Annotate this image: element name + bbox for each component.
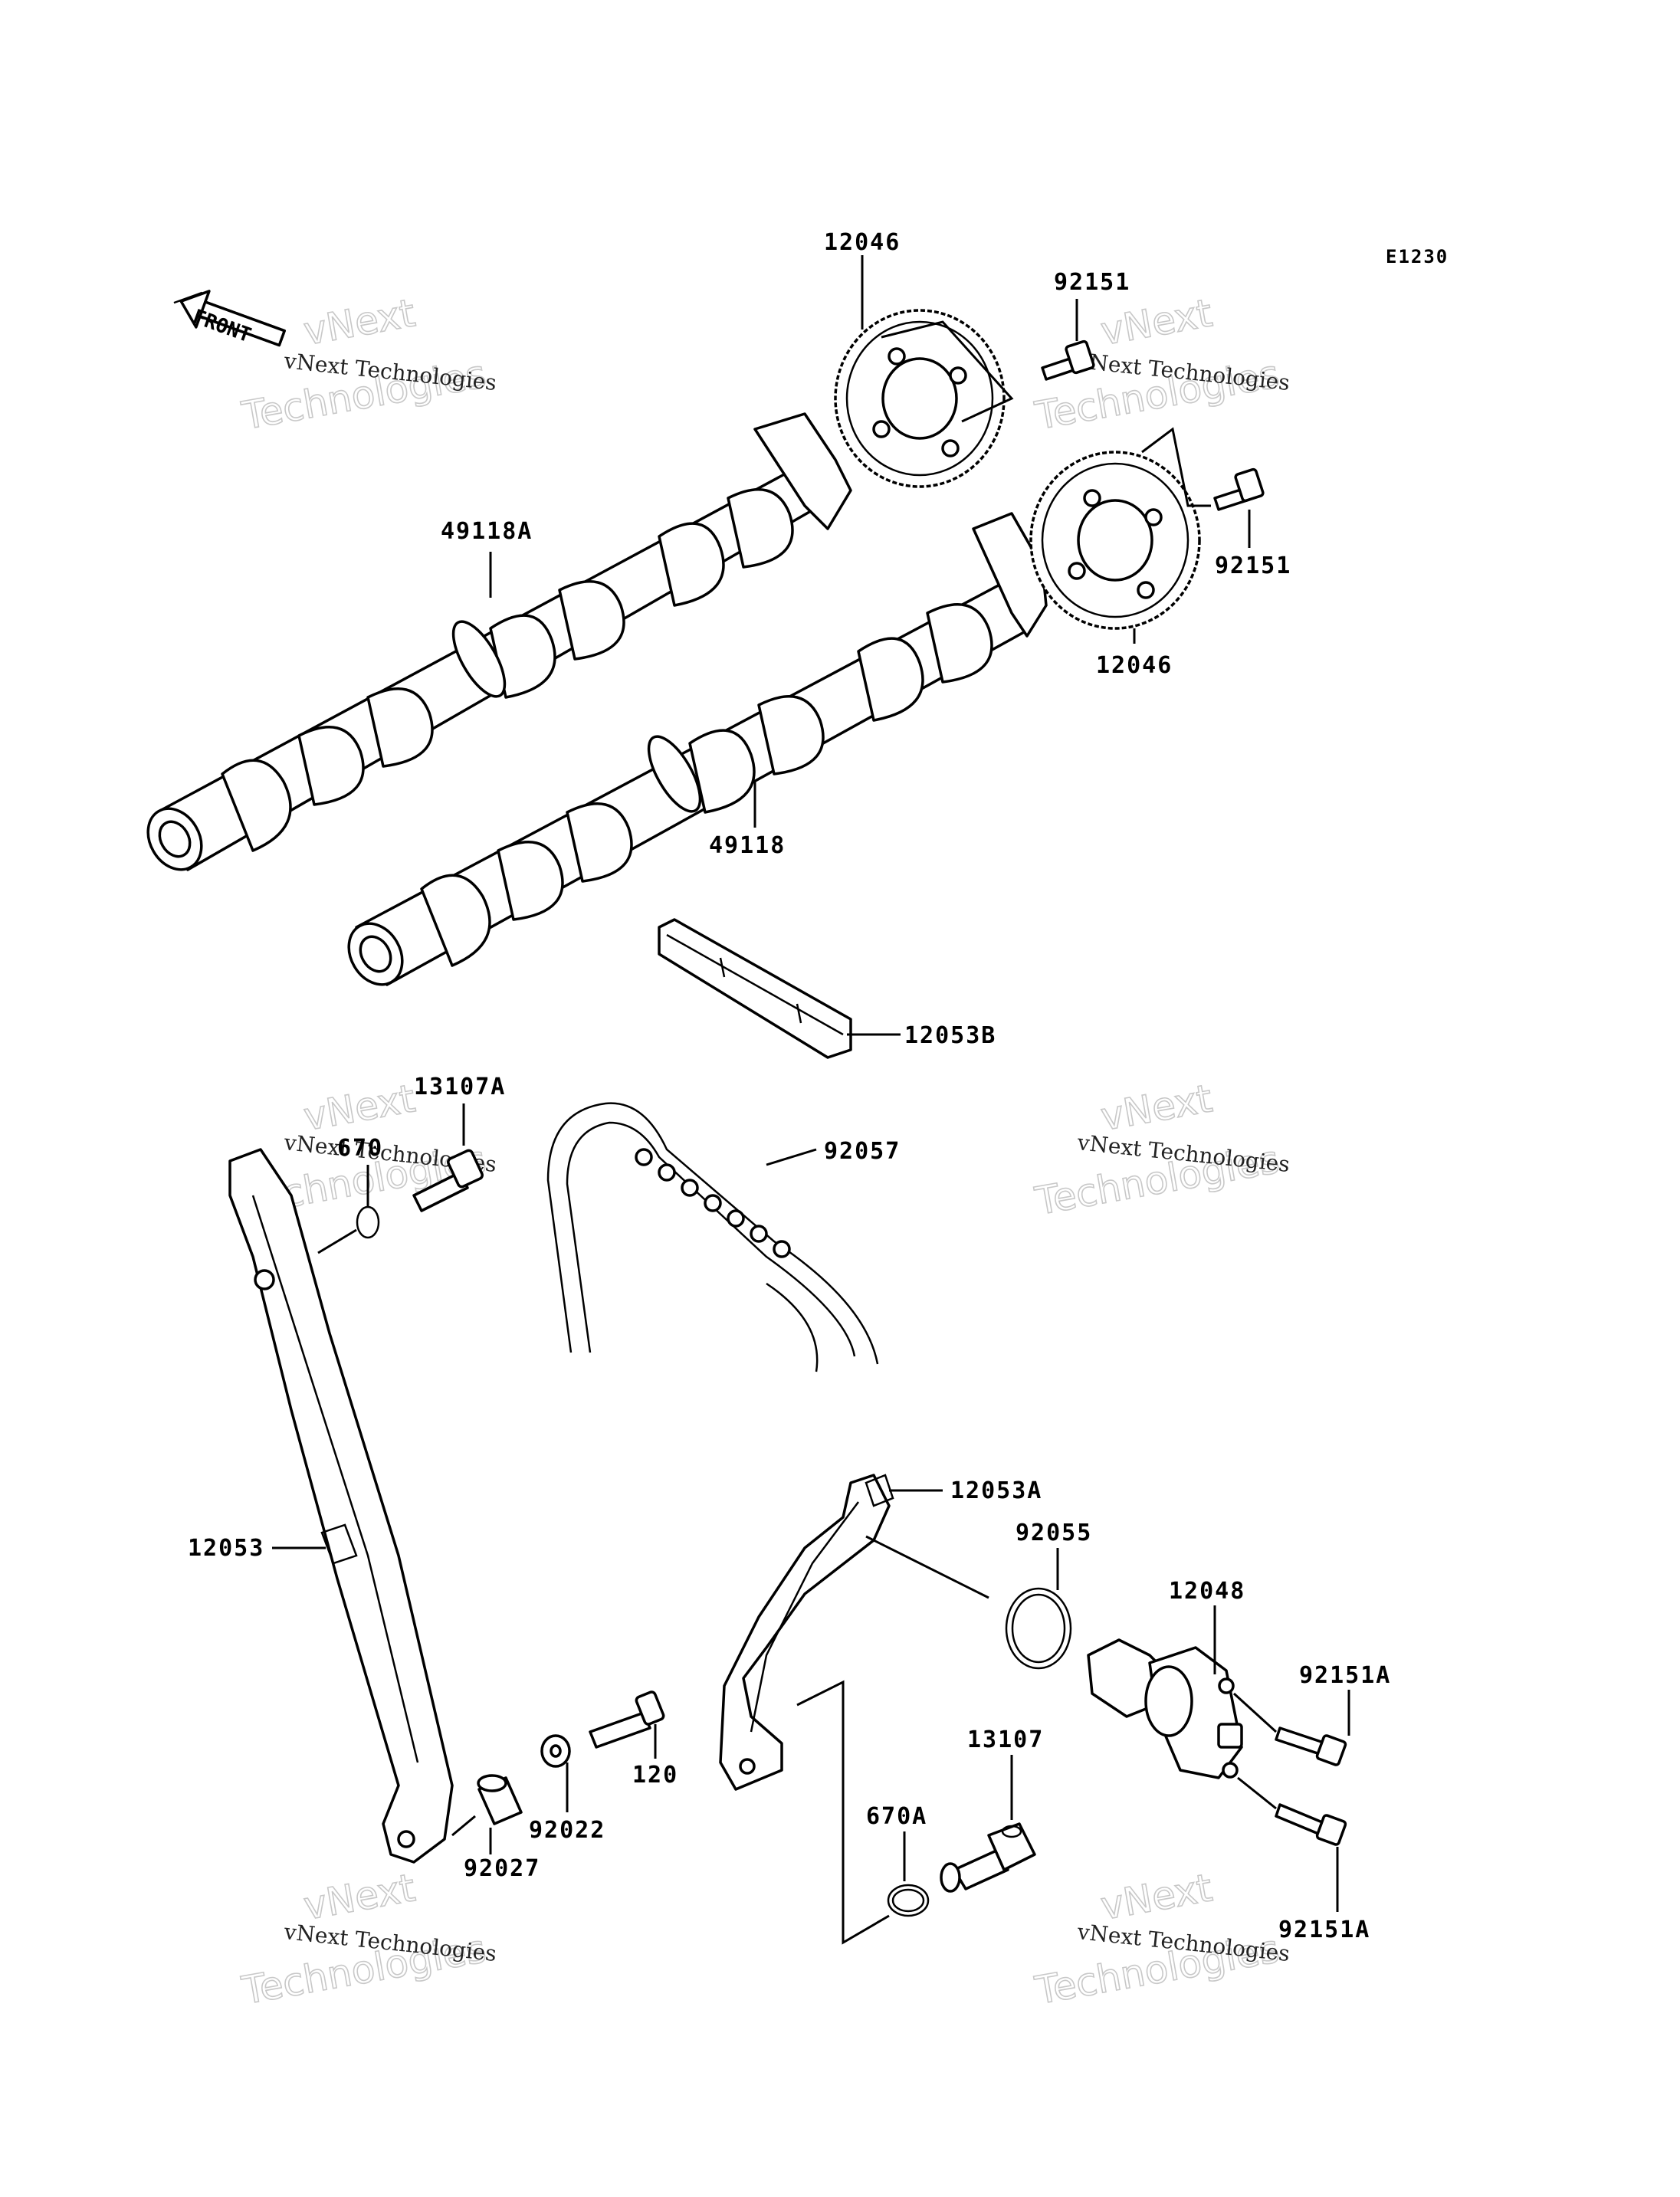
- part-label-92151A-top[interactable]: 92151A: [1299, 1662, 1391, 1689]
- leader-tensioner-to-bolt-top: [1232, 1692, 1278, 1733]
- diagram-code: E1230: [1386, 246, 1449, 267]
- part-label-92027[interactable]: 92027: [464, 1855, 540, 1882]
- part-label-92057[interactable]: 92057: [824, 1138, 901, 1165]
- part-label-670[interactable]: 670: [337, 1135, 383, 1162]
- chain-drawing: [546, 1102, 879, 1372]
- leader-12053A-to-oring: [865, 1535, 989, 1599]
- part-label-92055[interactable]: 92055: [1016, 1520, 1092, 1546]
- part-label-13107[interactable]: 13107: [967, 1726, 1044, 1753]
- part-label-13107A[interactable]: 13107A: [414, 1074, 506, 1100]
- part-label-49118[interactable]: 49118: [709, 832, 786, 859]
- watermark-big-1: vNext: [300, 1076, 418, 1139]
- part-label-670A[interactable]: 670A: [866, 1803, 927, 1830]
- oring-92055-drawing: [1005, 1587, 1072, 1670]
- watermark-big-1: vNext: [300, 1865, 418, 1928]
- part-label-12046-right[interactable]: 12046: [1096, 652, 1173, 679]
- oring-670A-drawing: [887, 1884, 930, 1917]
- camshaft-intake-drawing: [146, 412, 852, 871]
- watermark-big-1: vNext: [1098, 1076, 1216, 1139]
- part-label-49118A[interactable]: 49118A: [441, 518, 533, 545]
- watermark-group-bottom-left: vNext Technologies vNext Technologies: [238, 1865, 497, 2014]
- chain-links: [635, 1148, 791, 1258]
- bolt-92151-top-drawing: [1041, 339, 1095, 381]
- guide-top-drawing: [658, 918, 852, 1059]
- part-label-12046-top[interactable]: 12046: [824, 229, 901, 256]
- guide-left-drawing: [228, 1148, 454, 1864]
- leader-12046-top-bracket: [881, 320, 1014, 423]
- guide-right-drawing: [719, 1474, 894, 1791]
- bolt-120-drawing: [589, 1690, 665, 1749]
- part-label-12053[interactable]: 12053: [188, 1535, 264, 1562]
- leader-670-to-guide: [317, 1228, 357, 1254]
- part-label-92151-top[interactable]: 92151: [1054, 269, 1130, 296]
- front-arrow-icon: [173, 290, 286, 347]
- part-label-92151A-bottom[interactable]: 92151A: [1278, 1917, 1370, 1943]
- watermark-group-top-left: vNext Technologies vNext Technologies: [238, 290, 497, 439]
- watermark-group-mid-right: vNext Technologies vNext Technologies: [1031, 1076, 1291, 1225]
- collar-92027-drawing: [477, 1774, 523, 1825]
- part-label-120[interactable]: 120: [632, 1762, 678, 1789]
- leader-guide-to-670A-bracket: [796, 1680, 890, 1945]
- watermark-big-1: vNext: [300, 290, 418, 353]
- part-label-12048[interactable]: 12048: [1169, 1578, 1245, 1605]
- leader-tensioner-to-bolt-bottom: [1237, 1776, 1277, 1810]
- watermark-big-1: vNext: [1098, 290, 1216, 353]
- leader-92057: [766, 1148, 817, 1166]
- bolt-13107-drawing: [940, 1822, 1036, 1893]
- washer-92022-drawing: [540, 1734, 571, 1768]
- part-label-12053A[interactable]: 12053A: [950, 1477, 1042, 1504]
- watermark-big-1: vNext: [1098, 1865, 1216, 1928]
- bolt-92151A-bottom-drawing: [1275, 1803, 1347, 1846]
- watermark-group-bottom-right: vNext Technologies vNext Technologies: [1031, 1865, 1291, 2014]
- bolt-92151A-top-drawing: [1275, 1726, 1347, 1766]
- part-label-12053B[interactable]: 12053B: [904, 1022, 996, 1049]
- leader-guide-to-collar: [451, 1815, 476, 1837]
- leader-92151-right-bracket: [1141, 427, 1211, 507]
- tensioner-drawing: [1087, 1638, 1243, 1779]
- bolt-92151-right-drawing: [1213, 467, 1265, 511]
- part-label-92151-right[interactable]: 92151: [1215, 553, 1291, 579]
- sprocket-top-drawing: [834, 309, 1006, 488]
- camshaft-exhaust-drawing: [347, 512, 1048, 986]
- part-label-92022[interactable]: 92022: [529, 1817, 605, 1844]
- sprocket-right-drawing: [1029, 451, 1201, 630]
- bolt-13107A-drawing: [412, 1149, 484, 1212]
- oring-670-drawing: [356, 1205, 380, 1239]
